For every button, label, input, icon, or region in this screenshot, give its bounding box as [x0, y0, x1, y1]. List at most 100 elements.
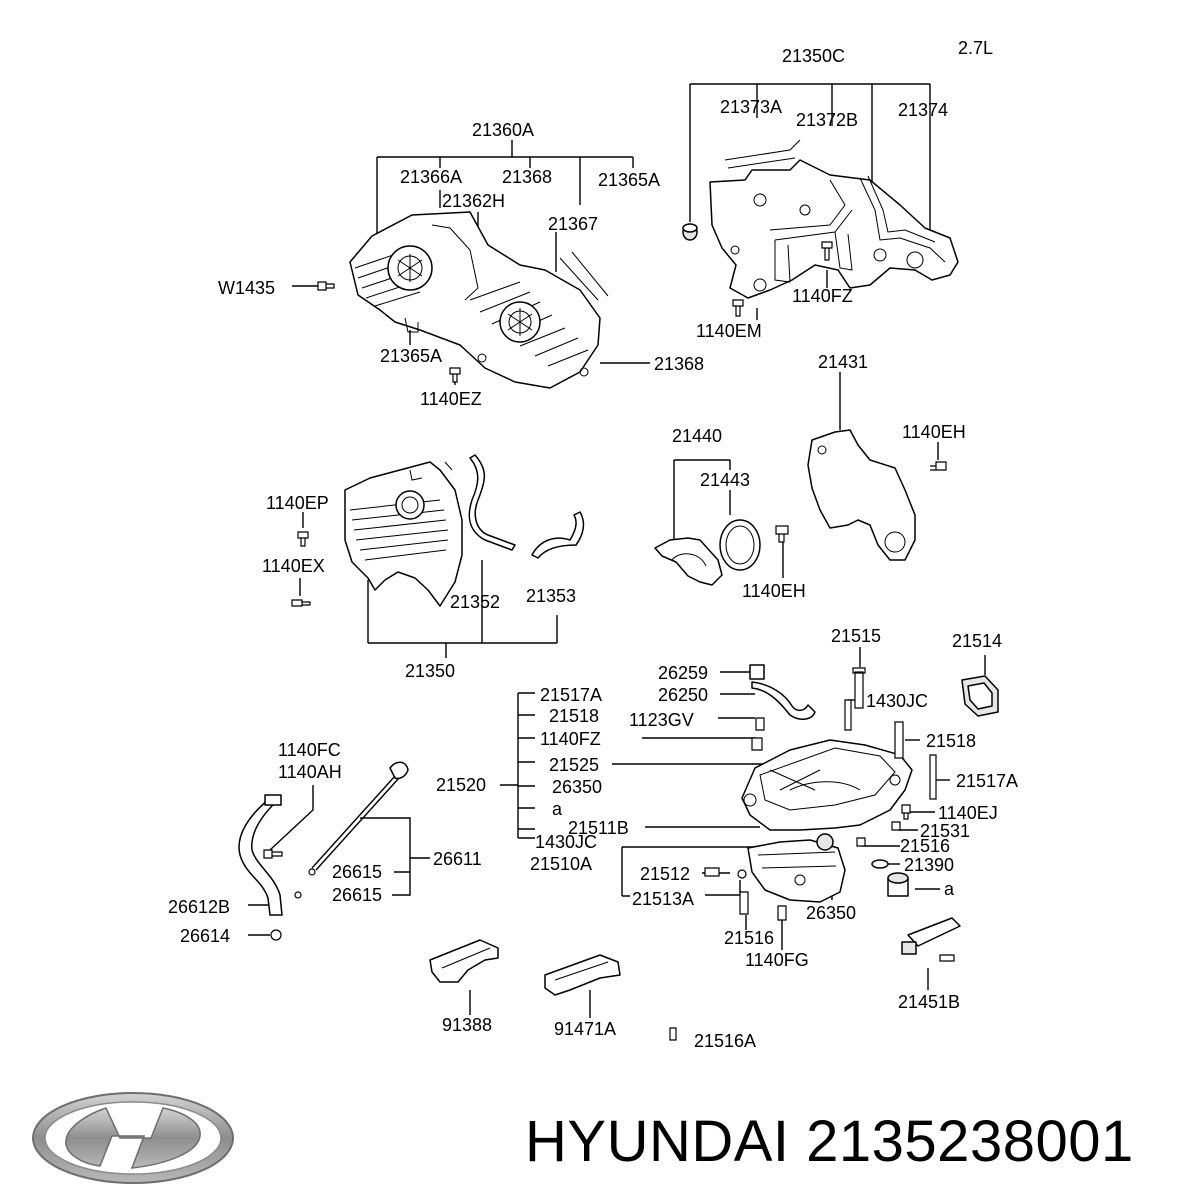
- label-21517A-a: 21517A: [540, 685, 602, 705]
- dipstick: [311, 761, 409, 871]
- brand-part-number: HYUNDAI 2135238001: [525, 1108, 1134, 1175]
- bracket-91388: [429, 939, 499, 983]
- lower-timing-cover: [344, 461, 463, 607]
- oil-strainer: [749, 664, 816, 720]
- bolt-1140EH-b: [775, 525, 789, 543]
- o-rings-26615: [294, 868, 316, 899]
- seal-plug: [682, 223, 698, 241]
- label-21352: 21352: [450, 592, 500, 612]
- bolt-1140EZ: [449, 367, 461, 383]
- label-1140EM: 1140EM: [696, 321, 762, 341]
- label-21390: 21390: [904, 855, 954, 875]
- seal-housing-21440: [654, 537, 723, 586]
- label-21525: 21525: [549, 755, 599, 775]
- label-21518-b: 21518: [926, 731, 976, 751]
- label-1140FG: 1140FG: [745, 950, 809, 970]
- label-26612B: 26612B: [168, 897, 230, 917]
- gasket-21353: [531, 511, 585, 559]
- rear-timing-cover: [709, 139, 959, 299]
- label-21373A: 21373A: [720, 97, 782, 117]
- part-labels: 2.7L 21350C 21373A 21372B 21374 1140FZ 1…: [168, 38, 1018, 1051]
- part-number: 2135238001: [806, 1109, 1134, 1174]
- label-1140EP: 1140EP: [266, 493, 329, 513]
- oil-seal-21443: [719, 519, 761, 571]
- label-21511B: 21511B: [568, 818, 629, 838]
- label-26615-a: 26615: [332, 862, 382, 882]
- label-26259: 26259: [658, 663, 708, 683]
- bolts-pan: [704, 667, 937, 921]
- label-1140EH-a: 1140EH: [902, 422, 966, 442]
- label-21516A: 21516A: [694, 1031, 756, 1051]
- label-21366A: 21366A: [400, 167, 462, 187]
- label-21360A: 21360A: [472, 120, 534, 140]
- label-21431: 21431: [818, 352, 868, 372]
- gasket-21431: [807, 429, 916, 561]
- label-21531: 21531: [920, 821, 970, 841]
- label-26350-b: 26350: [806, 903, 856, 923]
- oil-filter-21390: [871, 859, 909, 897]
- leader-lines: [248, 83, 986, 1018]
- dipstick-tube: [238, 794, 283, 941]
- label-a-2: a: [944, 879, 955, 899]
- label-21350: 21350: [405, 661, 455, 681]
- label-21350C: 21350C: [782, 46, 845, 66]
- bolt-1140EH-a: [930, 461, 947, 471]
- label-a-1: a: [552, 799, 563, 819]
- label-W1435: W1435: [218, 278, 275, 298]
- label-26250: 26250: [658, 685, 708, 705]
- label-26350-a: 26350: [552, 777, 602, 797]
- label-21353: 21353: [526, 586, 576, 606]
- bolt-1140EX: [291, 599, 311, 607]
- label-21513A: 21513A: [632, 889, 694, 909]
- label-21517A-b: 21517A: [956, 771, 1018, 791]
- label-1140FZ-top: 1140FZ: [792, 286, 853, 306]
- label-1140EJ: 1140EJ: [938, 803, 998, 823]
- label-1140FC: 1140FC: [278, 740, 341, 760]
- label-1123GV: 1123GV: [629, 710, 694, 730]
- label-21368-right: 21368: [654, 354, 704, 374]
- label-91388: 91388: [442, 1015, 492, 1035]
- label-21368-top: 21368: [502, 167, 552, 187]
- label-engine: 2.7L: [958, 38, 993, 58]
- label-1430JC-a: 1430JC: [866, 691, 928, 711]
- bolt-1140EM: [732, 299, 744, 317]
- bolt-1140EP: [297, 531, 309, 547]
- brand-name: HYUNDAI: [525, 1109, 790, 1174]
- exploded-view-drawing: 2.7L 21350C 21373A 21372B 21374 1140FZ 1…: [168, 38, 1018, 1051]
- upper-timing-cover: [349, 211, 609, 389]
- label-21514: 21514: [952, 631, 1002, 651]
- label-21451B: 21451B: [898, 992, 960, 1012]
- bolt-21516A: [669, 1027, 677, 1041]
- oil-cooler-21451B: [901, 917, 961, 962]
- gasket-21514: [961, 675, 999, 717]
- bracket-91471A: [544, 954, 621, 996]
- label-26614: 26614: [180, 926, 230, 946]
- label-21512: 21512: [640, 864, 690, 884]
- drain-plug: [816, 833, 834, 851]
- bolt-1140FZ-top: [821, 241, 833, 261]
- label-1140FZ-pan: 1140FZ: [540, 729, 601, 749]
- label-21367: 21367: [548, 214, 598, 234]
- bolt-1140FC: [263, 849, 283, 859]
- oil-pan-lower: [747, 839, 846, 903]
- gasket-21352: [468, 454, 516, 551]
- label-21374: 21374: [898, 100, 948, 120]
- label-1140EH-b: 1140EH: [742, 581, 806, 601]
- label-91471A: 91471A: [554, 1019, 616, 1039]
- label-21515: 21515: [831, 626, 881, 646]
- label-1140AH: 1140AH: [278, 762, 342, 782]
- label-21518-a: 21518: [549, 706, 599, 726]
- bolt-W1435: [317, 281, 335, 291]
- label-21520: 21520: [436, 775, 486, 795]
- label-21365A-top: 21365A: [598, 170, 660, 190]
- label-1140EX: 1140EX: [262, 556, 325, 576]
- label-21443: 21443: [700, 470, 750, 490]
- label-1430JC-b: 1430JC: [535, 832, 597, 852]
- label-26615-b: 26615: [332, 885, 382, 905]
- oil-pan-upper: [741, 739, 913, 831]
- label-21516-b: 21516: [724, 928, 774, 948]
- label-21365A-bottom: 21365A: [380, 346, 442, 366]
- label-1140EZ: 1140EZ: [420, 389, 482, 409]
- label-21440: 21440: [672, 426, 722, 446]
